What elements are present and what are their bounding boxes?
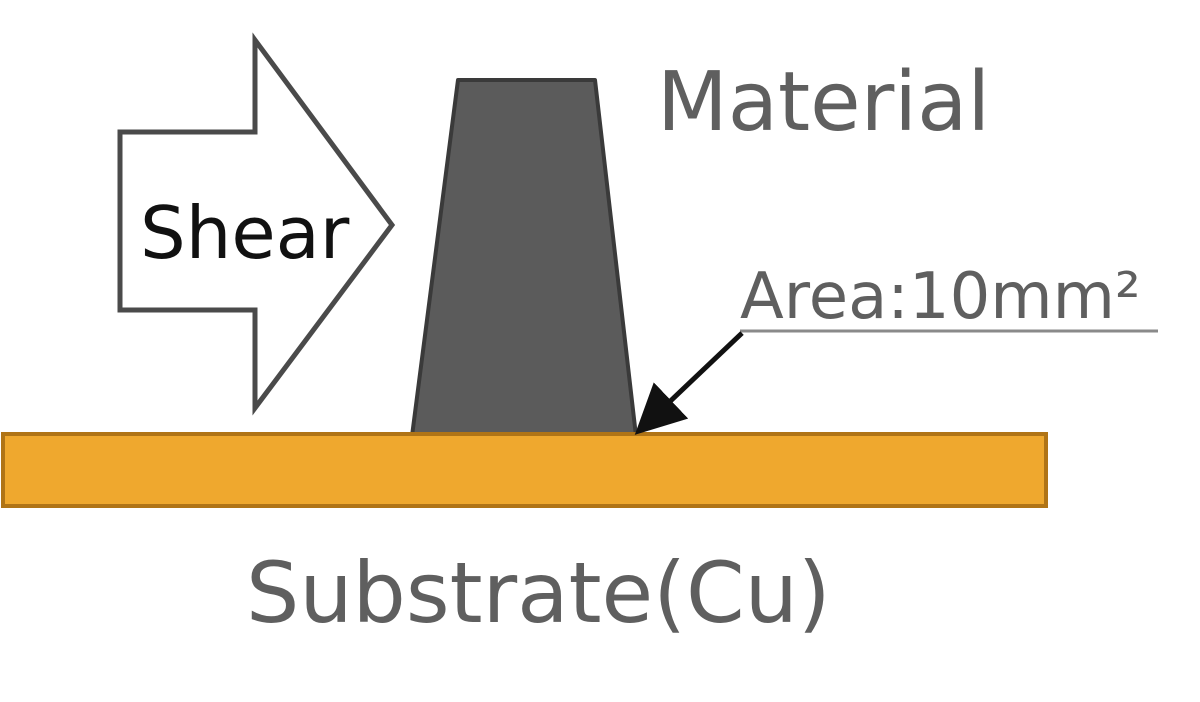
substrate-label: Substrate(Cu) <box>246 544 831 642</box>
material-label: Material <box>657 55 990 150</box>
shear-label: Shear <box>140 191 350 275</box>
area-leader-arrow <box>634 331 744 435</box>
material-block <box>410 78 638 438</box>
area-label: Area:10mm² <box>740 260 1141 334</box>
shear-arrow-icon <box>117 32 396 416</box>
substrate-plate <box>1 432 1048 508</box>
